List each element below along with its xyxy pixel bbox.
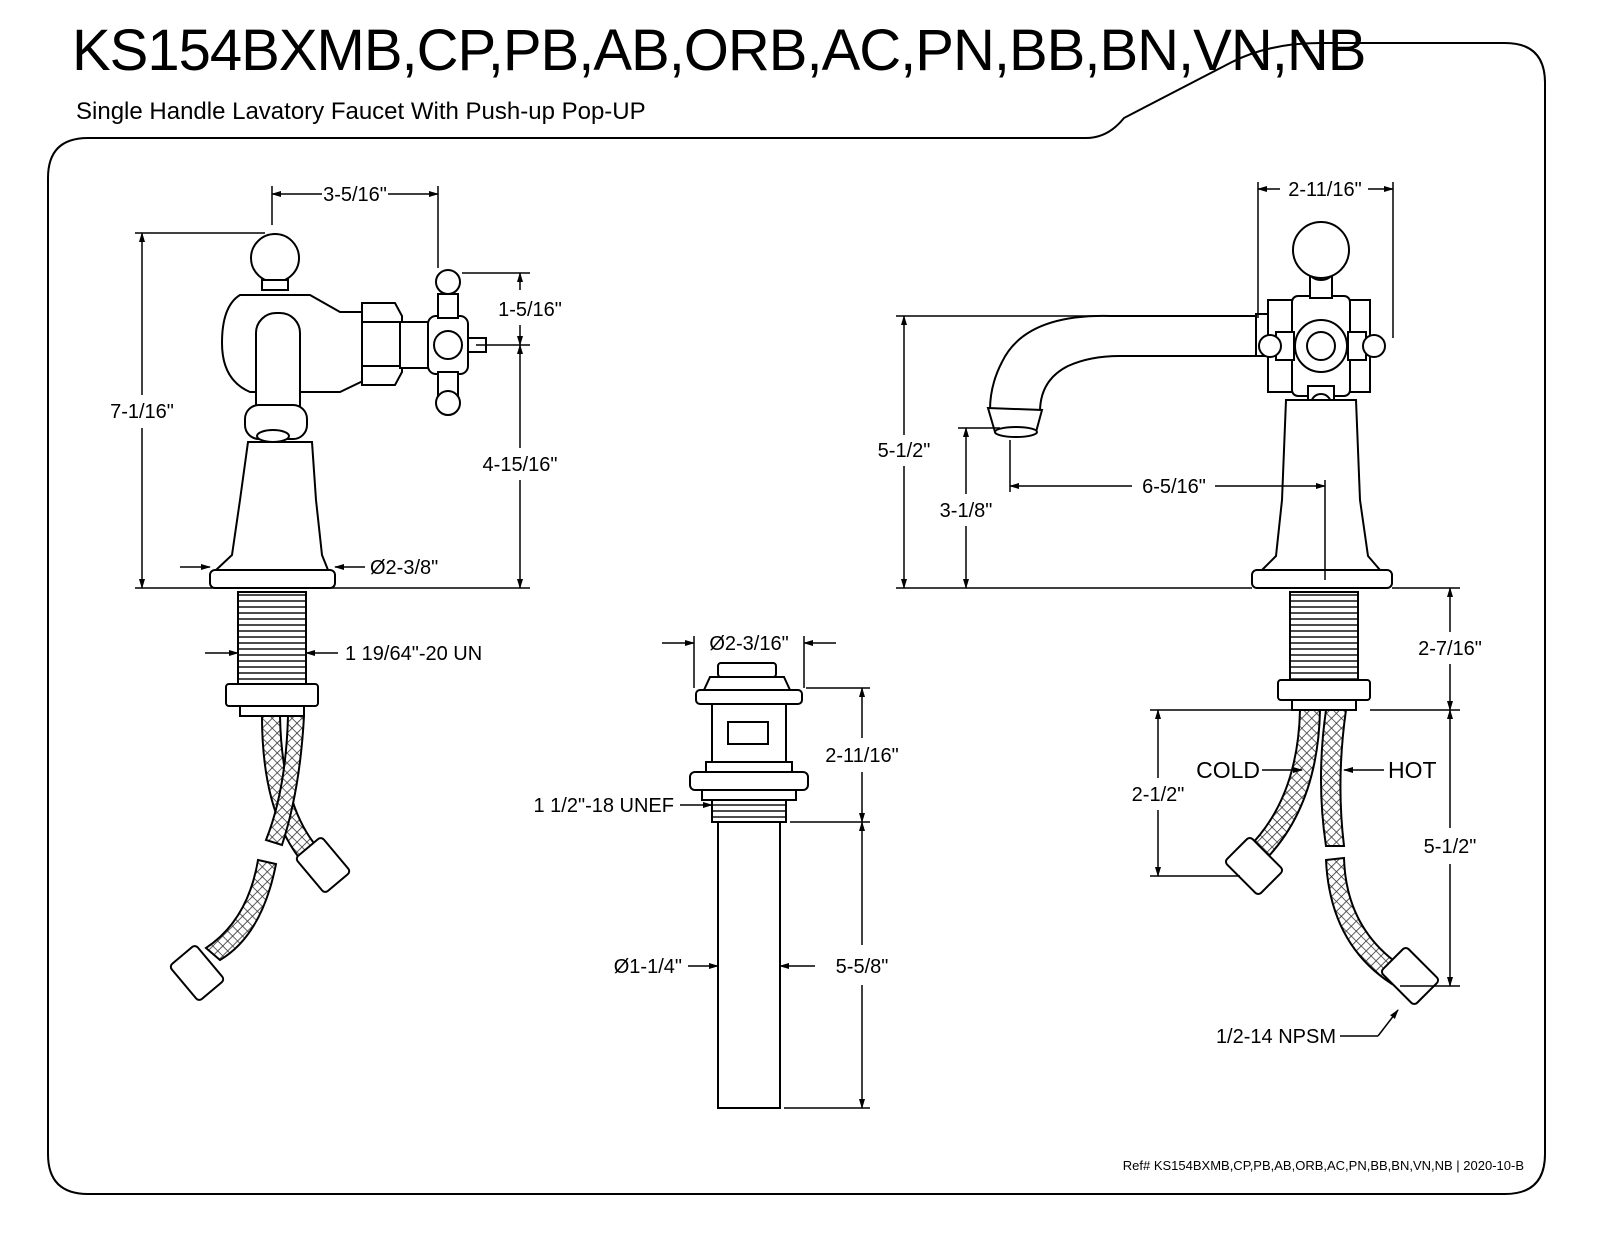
dim-tail-diameter: Ø1-1/4" [614,956,682,978]
label-cold: COLD [1196,757,1260,783]
front-view-labels: 3-5/16" 7-1/16" 1-5/16" 4-15/16" Ø2-3/8"… [110,184,562,665]
page-title: KS154BXMB,CP,PB,AB,ORB,AC,PN,BB,BN,VN,NB [72,18,1366,83]
dim-outlet-height: 3-1/8" [940,500,993,522]
dim-cap-diameter: Ø2-3/16" [709,633,788,655]
drain-dimensions [662,636,870,1109]
dim-thread: 1 19/64"-20 UN [345,643,482,665]
front-view-dimensions [135,186,530,656]
dim-handle: 1-5/16" [498,299,562,321]
pop-up-drain [689,662,809,1109]
dim-overall-height: 7-1/16" [110,401,174,423]
dim-base-diameter: Ø2-3/8" [370,557,438,579]
reference-footer: Ref# KS154BXMB,CP,PB,AB,ORB,AC,PN,BB,BN,… [1123,1158,1524,1173]
dim-spout-height: 5-1/2" [878,440,931,462]
dim-hose-cold: 2-1/2" [1132,784,1185,806]
dim-width-top: 3-5/16" [323,184,387,206]
dim-handle-width: 2-11/16" [1288,179,1361,201]
dim-shank: 2-7/16" [1418,638,1482,660]
dim-drain-thread: 1 1/2"-18 UNEF [534,795,675,817]
drain-labels: Ø2-3/16" 2-11/16" 1 1/2"-18 UNEF Ø1-1/4"… [534,633,899,978]
dim-body-height: 2-11/16" [825,745,898,767]
dim-reach: 6-5/16" [1142,476,1206,498]
faucet-front-view [169,233,487,1001]
dim-handle-height: 4-15/16" [483,454,558,476]
dim-hose-hot: 5-1/2" [1424,836,1477,858]
frame-border [47,42,1546,1195]
side-view-labels: 2-11/16" 5-1/2" 3-1/8" 6-5/16" 2-7/16" 2… [878,179,1482,1048]
label-connector: 1/2-14 NPSM [1216,1026,1336,1048]
page-subtitle: Single Handle Lavatory Faucet With Push-… [76,98,646,125]
faucet-side-view [986,221,1440,1006]
label-hot: HOT [1388,757,1437,783]
dim-tail-length: 5-5/8" [836,956,889,978]
side-view-dimensions [896,182,1460,1037]
